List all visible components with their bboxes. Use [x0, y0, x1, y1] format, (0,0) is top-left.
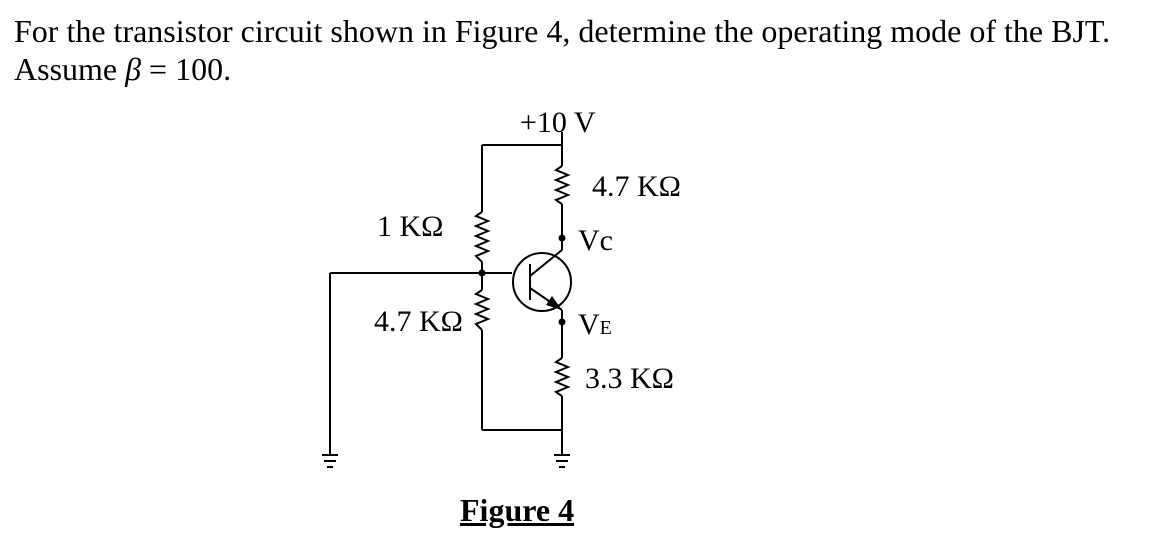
- ve-label: VE: [578, 308, 612, 341]
- ground-left-symbol: [322, 454, 338, 468]
- emitter-arrow: [546, 296, 562, 310]
- beta-symbol: β: [125, 51, 142, 87]
- re-resistor: [553, 357, 571, 397]
- r2-label: 4.7 KΩ: [374, 305, 463, 338]
- vc-node-dot: [558, 234, 566, 242]
- base-node-dot: [478, 269, 486, 277]
- re-label: 3.3 KΩ: [585, 362, 674, 395]
- r2-resistor: [473, 289, 491, 331]
- r1-resistor: [473, 211, 491, 263]
- rc-resistor: [553, 165, 571, 205]
- beta-value: = 100.: [141, 51, 232, 87]
- ve-node-dot: [558, 318, 566, 326]
- supply-label: +10 V: [520, 106, 596, 139]
- circuit-wires: [322, 132, 572, 468]
- question-text: For the transistor circuit shown in Figu…: [14, 12, 1154, 88]
- ground-right-symbol: [554, 454, 570, 468]
- r1-label: 1 KΩ: [377, 210, 443, 243]
- transistor-body: [512, 252, 572, 312]
- ve-label-main: V: [578, 308, 600, 341]
- vc-label: Vc: [578, 224, 613, 257]
- figure-caption: Figure 4: [460, 492, 575, 528]
- question-body: For the transistor circuit shown in Figu…: [14, 13, 1111, 87]
- rc-label: 4.7 KΩ: [592, 170, 681, 203]
- ve-label-subscript: E: [600, 317, 612, 339]
